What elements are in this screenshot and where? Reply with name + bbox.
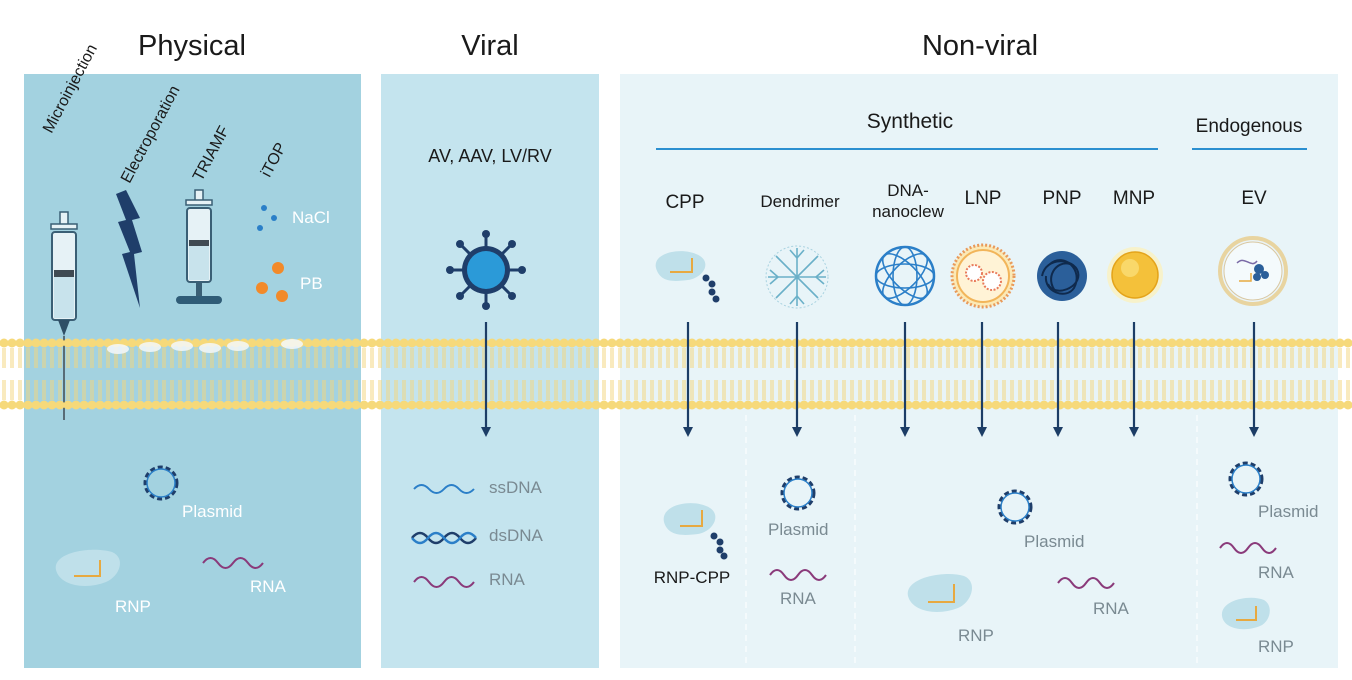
virus-icon [446, 230, 526, 310]
triamf-syringe-icon [176, 189, 222, 304]
viral-vectors-label: AV, AAV, LV/RV [428, 146, 552, 166]
carrier-mnp-label: MNP [1112, 188, 1156, 209]
nano-rna-icon [1057, 577, 1115, 589]
viral-ssdna-label: ssDNA [489, 478, 542, 497]
synthetic-label: Synthetic [866, 110, 954, 133]
endogenous-underline [1192, 148, 1307, 150]
synthetic-underline [656, 148, 1158, 150]
carrier-pnp-label: PNP [1042, 188, 1082, 209]
dna-nanoclew-icon [874, 245, 936, 307]
endogenous-label: Endogenous [1195, 116, 1303, 137]
nacl-dots-icon [257, 205, 277, 231]
ev-rnp-label: RNP [1258, 637, 1294, 656]
nano-plasmid-label: Plasmid [1024, 532, 1085, 551]
ev-plasmid-icon [1228, 461, 1264, 497]
ssdna-icon [413, 484, 475, 494]
nonviral-title: Non-viral [921, 30, 1039, 62]
rna-icon [202, 557, 264, 569]
physical-plasmid-label: Plasmid [182, 502, 243, 521]
dendrimer-rna-label: RNA [780, 589, 816, 608]
carrier-ev-label: EV [1241, 188, 1267, 209]
lightning-icon [116, 190, 142, 308]
nano-rnp-icon [907, 574, 972, 612]
cpp-icon [655, 251, 720, 303]
cell-membrane [0, 334, 1352, 414]
physical-title: Physical [138, 30, 246, 62]
pnp-icon [1037, 251, 1087, 301]
ev-rna-icon [1219, 542, 1277, 554]
viral-dsdna-label: dsDNA [489, 526, 543, 545]
ev-rna-label: RNA [1258, 563, 1294, 582]
dendrimer-rna-icon [769, 569, 827, 581]
nano-rna-label: RNA [1093, 599, 1129, 618]
dendrimer-plasmid-label: Plasmid [768, 520, 829, 539]
dendrimer-icon [765, 245, 829, 309]
ev-icon [1218, 236, 1288, 306]
physical-rnp-label: RNP [115, 597, 151, 616]
rnp-cpp-label: RNP-CPP [653, 568, 731, 587]
nacl-label: NaCl [292, 208, 330, 227]
lnp-icon [950, 243, 1016, 309]
viral-title: Viral [461, 30, 519, 62]
ev-rnp-icon [1221, 597, 1270, 630]
rnp-icon [55, 549, 120, 586]
physical-rna-label: RNA [250, 577, 286, 596]
plasmid-icon [143, 465, 179, 501]
pb-label: PB [300, 274, 323, 293]
mnp-icon [1107, 247, 1163, 303]
pb-dots-icon [256, 262, 288, 302]
carrier-cpp-label: CPP [665, 192, 705, 213]
ev-plasmid-label: Plasmid [1258, 502, 1319, 521]
nano-rnp-label: RNP [958, 626, 994, 645]
viral-rna-label: RNA [489, 570, 525, 589]
rnp-cpp-icon [663, 503, 728, 560]
dendrimer-plasmid-icon [780, 475, 816, 511]
carrier-dendrimer-label: Dendrimer [760, 192, 840, 211]
nano-plasmid-icon [997, 489, 1033, 525]
viral-rna-icon [413, 576, 475, 588]
dsdna-icon [411, 531, 477, 545]
carrier-lnp-label: LNP [964, 188, 1002, 209]
carrier-dna-nanoclew-label: DNA- nanoclew [872, 181, 944, 221]
